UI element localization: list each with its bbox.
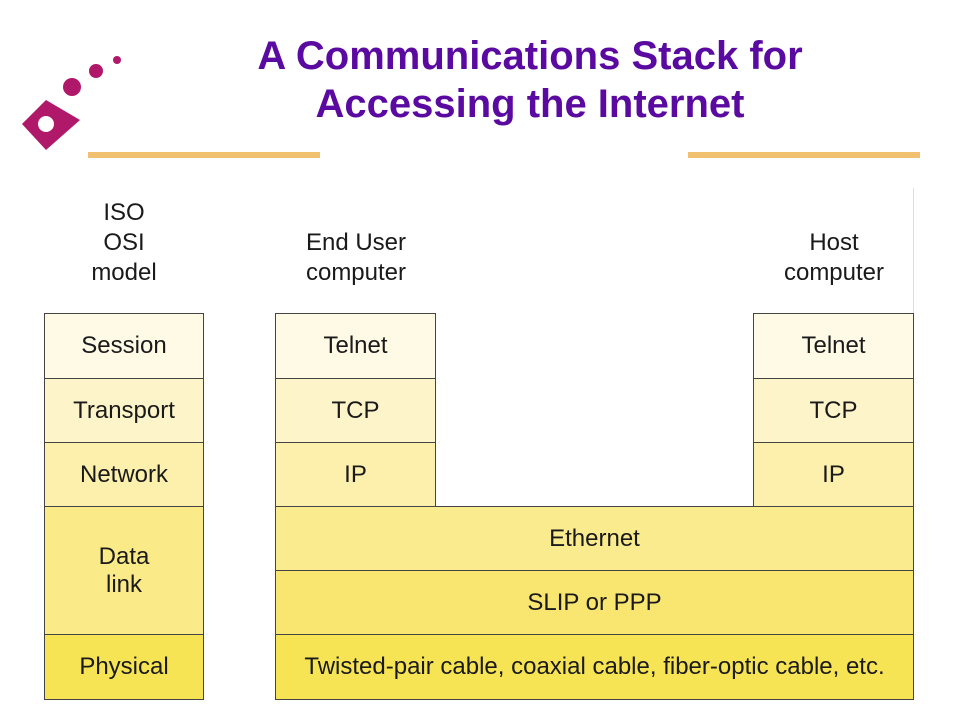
shared-layer-label: SLIP or PPP xyxy=(527,588,662,616)
end-user-heading-line: computer xyxy=(305,259,407,286)
osi-layer-label: Physical xyxy=(79,653,169,680)
slide-title: A Communications Stack for Accessing the… xyxy=(160,32,900,128)
shared-layer-slip-ppp: SLIP or PPP xyxy=(275,570,914,635)
host-layer-label: TCP xyxy=(809,396,858,424)
title-rule-right xyxy=(688,152,920,158)
shared-layer-label: Ethernet xyxy=(549,524,640,552)
end-user-layer-ip: IP xyxy=(275,442,436,507)
end-user-layer-label: TCP xyxy=(331,396,380,424)
end-user-layer-label: IP xyxy=(344,460,367,488)
host-layer-telnet: Telnet xyxy=(753,313,914,379)
osi-layer-network: Network xyxy=(44,442,204,507)
host-heading-line: computer xyxy=(783,259,885,286)
title-line-1: A Communications Stack for xyxy=(257,34,803,78)
title-line-2: Accessing the Internet xyxy=(315,82,745,126)
osi-heading-line: model xyxy=(91,259,157,286)
osi-heading-line: ISO xyxy=(103,199,145,226)
end-user-heading: End User computer xyxy=(270,228,442,288)
host-layer-tcp: TCP xyxy=(753,378,914,443)
logo-diamond-hole xyxy=(38,116,54,132)
osi-layer-transport: Transport xyxy=(44,378,204,443)
host-layer-label: Telnet xyxy=(801,332,866,359)
end-user-layer-tcp: TCP xyxy=(275,378,436,443)
osi-layer-label: Session xyxy=(81,332,167,359)
osi-layer-label: Transport xyxy=(73,396,175,424)
host-heading-line: Host xyxy=(809,229,859,256)
osi-heading-line: OSI xyxy=(103,229,145,256)
osi-heading: ISO OSI model xyxy=(44,198,204,288)
logo-dot-small xyxy=(113,56,121,64)
osi-layer-label: Network xyxy=(79,460,169,488)
end-user-heading-line: End User xyxy=(305,229,407,256)
shared-layer-label: Twisted-pair cable, coaxial cable, fiber… xyxy=(304,653,885,680)
osi-layer-label: Data link xyxy=(98,542,150,598)
osi-layer-data-link: Data link xyxy=(44,506,204,635)
host-heading: Host computer xyxy=(750,228,918,288)
logo-graphic xyxy=(22,56,121,150)
shared-layer-physical-media: Twisted-pair cable, coaxial cable, fiber… xyxy=(275,634,914,700)
logo-dot-large xyxy=(63,78,81,96)
end-user-layer-telnet: Telnet xyxy=(275,313,436,379)
end-user-layer-label: Telnet xyxy=(323,332,388,359)
host-layer-label: IP xyxy=(822,460,845,488)
shared-layer-ethernet: Ethernet xyxy=(275,506,914,571)
osi-layer-session: Session xyxy=(44,313,204,379)
host-layer-ip: IP xyxy=(753,442,914,507)
title-rule-left xyxy=(88,152,320,158)
osi-layer-physical: Physical xyxy=(44,634,204,700)
logo-dot-medium xyxy=(89,64,103,78)
